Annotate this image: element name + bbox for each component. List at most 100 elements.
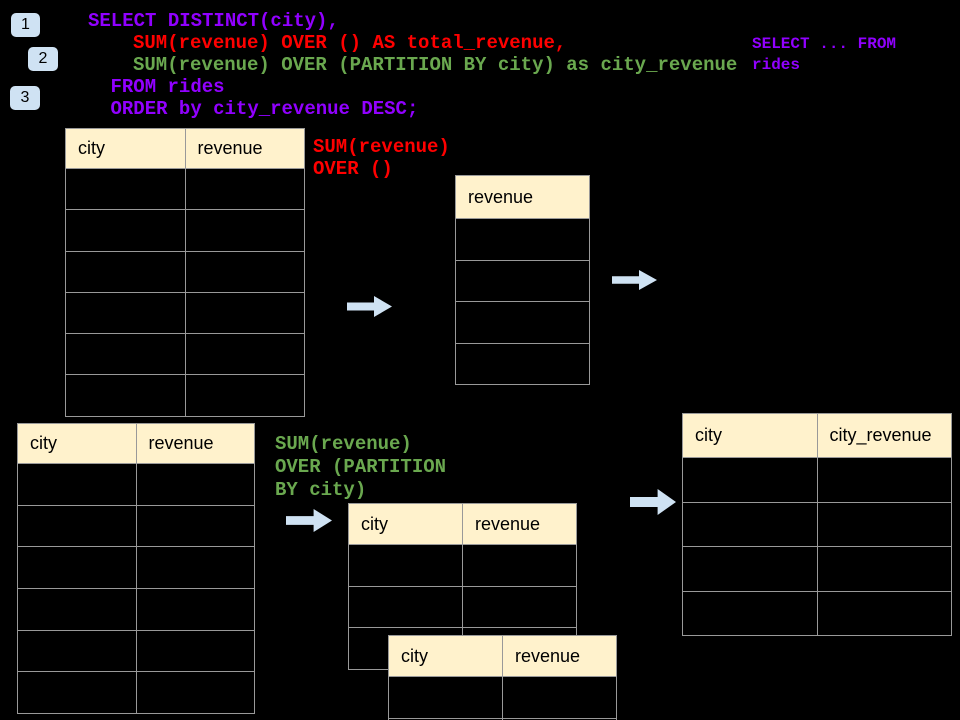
table-cell [186,252,305,292]
table-header-row: city revenue [18,424,254,463]
table-cell [349,586,463,627]
column-header-revenue: revenue [475,513,541,534]
column-header-city: city [683,414,818,457]
table-row [66,250,305,292]
arrow-right-icon [630,489,676,515]
table-result-city-revenue: city city_revenue [682,413,952,636]
table-row [683,546,951,591]
table-cell [186,169,305,209]
table-row [389,676,616,718]
column-header-revenue: revenue [197,138,263,158]
table-row [66,291,305,334]
table-row [349,544,576,586]
code-line: SUM(revenue) OVER () AS total_revenue, [133,32,567,54]
table-cell [456,302,589,343]
table-cell [66,334,186,375]
table-row [18,463,254,505]
table-cell [683,591,818,635]
table-row [683,501,952,547]
table-partition-step-back: city revenue [348,503,577,670]
table-row [456,218,589,260]
table-revenue-window: revenue [455,175,590,385]
table-cell [18,630,137,672]
table-row [18,629,255,672]
code-line: OVER () [313,158,393,180]
code-line: ORDER by city_revenue DESC; [110,98,419,120]
table-cell [463,545,576,586]
table-cell [137,506,255,547]
arrow-right-icon [286,509,332,532]
table-cell [66,375,186,416]
table-cell [818,503,952,547]
table-row [456,301,589,343]
table-cell [66,251,186,292]
table-cell [137,672,255,713]
table-row [18,588,254,630]
column-header-revenue: revenue [148,433,214,453]
table-rides-source-bottom: city revenue [17,423,255,715]
column-header-city: city [18,424,137,463]
step-badge-3: 3 [10,86,40,110]
table-header-row: revenue [456,176,589,218]
table-row [349,585,576,628]
column-header-revenue: revenue [515,645,581,666]
table-row [66,209,305,251]
table-cell [389,718,503,720]
table-header-row: city revenue [66,129,304,168]
table-cell [186,293,305,333]
table-row [66,374,305,416]
table-header-row: city revenue [389,636,616,676]
table-cell [137,464,255,505]
sql-query-code: SELECT DISTINCT(city),SUM(revenue) OVER … [88,10,737,120]
table-row [66,168,305,210]
arrow-right-icon [347,296,392,317]
step-badge-1: 1 [11,13,40,37]
table-cell [818,592,952,636]
column-header-revenue: revenue [468,186,534,207]
code-line: SELECT DISTINCT(city), [88,10,339,32]
table-row [66,333,305,375]
table-cell [456,261,589,302]
table-cell [349,545,463,586]
table-cell [389,677,503,718]
code-line: FROM rides [110,76,225,98]
table-cell [66,210,186,251]
table-cell [18,505,137,547]
column-header-city: city [349,504,463,544]
table-cell [18,464,137,505]
table-cell [137,547,255,588]
code-line: SUM(revenue) [275,433,412,455]
code-line: OVER (PARTITION [275,456,447,478]
table-partition-step-front: city revenue [388,635,617,720]
column-header-city_revenue: city_revenue [829,425,932,445]
table-cell [18,672,137,714]
arrow-right-icon [612,270,657,290]
table-cell [137,589,255,630]
table-rides-source-top: city revenue [65,128,305,417]
table-header-row: city city_revenue [683,414,951,457]
table-header-row: city revenue [349,504,576,544]
table-cell [683,547,818,591]
column-header-city: city [66,129,186,168]
table-row [683,590,952,636]
table-row [389,717,616,720]
table-cell [463,587,576,628]
table-row [683,457,951,502]
table-cell [18,589,137,630]
table-cell [186,210,305,250]
annotation-total-revenue: SUM(revenue)OVER () [313,136,450,180]
table-cell [683,502,818,546]
column-header-city: city [389,636,503,676]
table-cell [818,458,952,502]
code-line: SELECT ... FROM [752,35,897,53]
table-cell [137,631,255,672]
table-cell [456,344,589,385]
table-row [456,342,589,385]
table-cell [186,334,305,374]
code-line: SUM(revenue) [313,136,450,158]
table-cell [503,677,616,718]
step-badge-2: 2 [28,47,58,71]
table-cell [186,375,305,415]
